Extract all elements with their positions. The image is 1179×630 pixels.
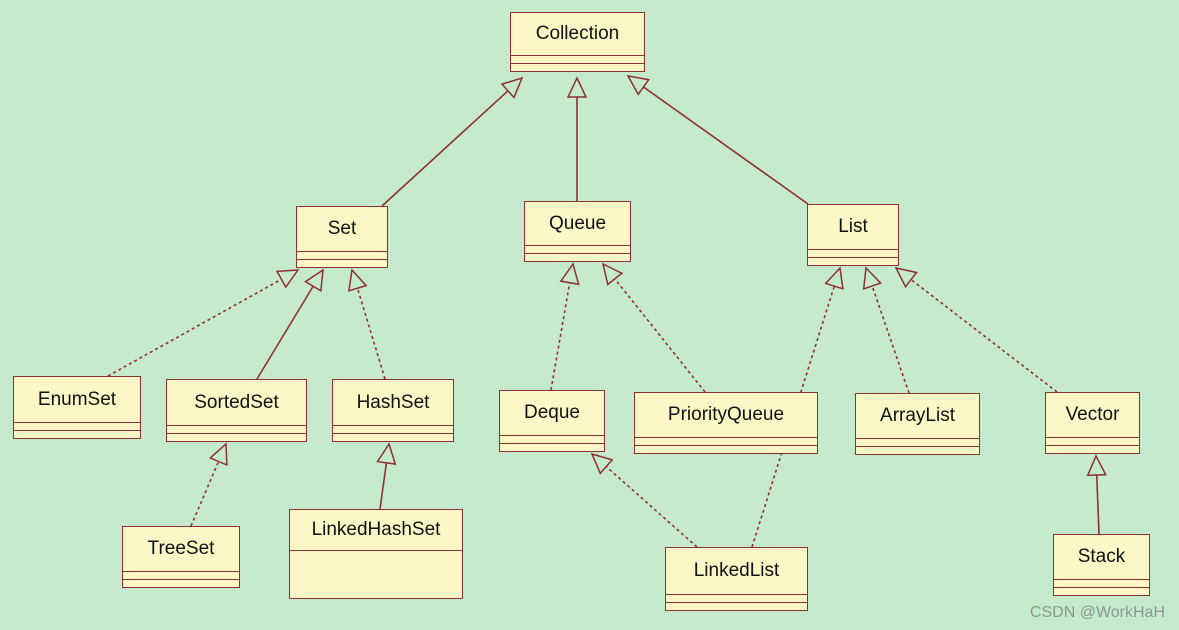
- class-linkedhashset: LinkedHashSet: [289, 509, 463, 599]
- relation-line-vector-to-list: [910, 278, 1058, 393]
- inheritance-arrowhead-icon: [824, 266, 844, 290]
- class-name: HashSet: [356, 391, 430, 413]
- relation-line-arraylist-to-list: [871, 285, 910, 394]
- class-list: List: [807, 204, 899, 266]
- class-priorityqueue: PriorityQueue: [634, 392, 818, 454]
- class-stack: Stack: [1053, 534, 1150, 596]
- relation-line-sortedset-to-set: [256, 285, 314, 380]
- class-name: SortedSet: [194, 391, 279, 413]
- class-name: Deque: [524, 402, 580, 423]
- relation-line-linkedlist-to-deque: [605, 465, 698, 548]
- inheritance-arrowhead-icon: [601, 262, 624, 286]
- relation-line-enumset-to-set: [107, 278, 282, 377]
- class-treeset: TreeSet: [122, 526, 240, 588]
- class-arraylist: ArrayList: [855, 393, 980, 455]
- class-name: Queue: [548, 212, 607, 234]
- inheritance-arrowhead-icon: [304, 268, 324, 293]
- class-name: LinkedList: [693, 560, 780, 581]
- relation-line-treeset-to-sortedset: [190, 461, 220, 527]
- class-name: Stack: [1077, 546, 1126, 567]
- class-vector: Vector: [1045, 392, 1140, 454]
- class-name: List: [838, 216, 868, 237]
- class-name: PriorityQueue: [667, 404, 785, 425]
- class-collection: Collection: [510, 12, 645, 72]
- relation-line-linkedhashset-to-hashset: [379, 462, 388, 510]
- inheritance-arrowhead-icon: [590, 452, 614, 475]
- relation-line-list-to-collection: [643, 86, 809, 205]
- class-queue: Queue: [524, 201, 631, 262]
- inheritance-arrowhead-icon: [894, 266, 918, 289]
- class-name: LinkedHashSet: [311, 519, 441, 540]
- relation-line-deque-to-queue: [550, 282, 571, 391]
- class-sortedset: SortedSet: [166, 379, 307, 442]
- relation-line-set-to-collection: [381, 90, 509, 207]
- inheritance-arrowhead-icon: [500, 76, 524, 99]
- watermark: CSDN @WorkHaH: [1029, 604, 1165, 621]
- inheritance-arrowhead-icon: [208, 442, 228, 467]
- inheritance-arrowhead-icon: [275, 269, 300, 289]
- inheritance-arrowhead-icon: [347, 268, 368, 292]
- inheritance-arrowhead-icon: [566, 76, 588, 98]
- class-name: Set: [327, 218, 357, 239]
- inheritance-arrowhead-icon: [626, 74, 650, 96]
- class-set: Set: [296, 206, 388, 268]
- class-name: Vector: [1065, 404, 1120, 425]
- class-deque: Deque: [499, 390, 605, 452]
- relation-line-stack-to-vector: [1095, 474, 1100, 535]
- inheritance-arrowhead-icon: [376, 442, 397, 465]
- class-name: EnumSet: [37, 388, 117, 410]
- relation-line-priorityqueue-to-queue: [614, 278, 706, 393]
- class-name: TreeSet: [147, 538, 215, 559]
- class-name: ArrayList: [880, 405, 955, 426]
- class-linkedlist: LinkedList: [665, 547, 808, 611]
- inheritance-arrowhead-icon: [559, 262, 580, 286]
- class-hashset: HashSet: [332, 379, 454, 442]
- class-name: Collection: [535, 23, 620, 44]
- relation-line-hashset-to-set: [356, 287, 386, 380]
- class-enumset: EnumSet: [13, 376, 141, 439]
- inheritance-arrowhead-icon: [1086, 454, 1107, 477]
- inheritance-arrowhead-icon: [862, 266, 883, 290]
